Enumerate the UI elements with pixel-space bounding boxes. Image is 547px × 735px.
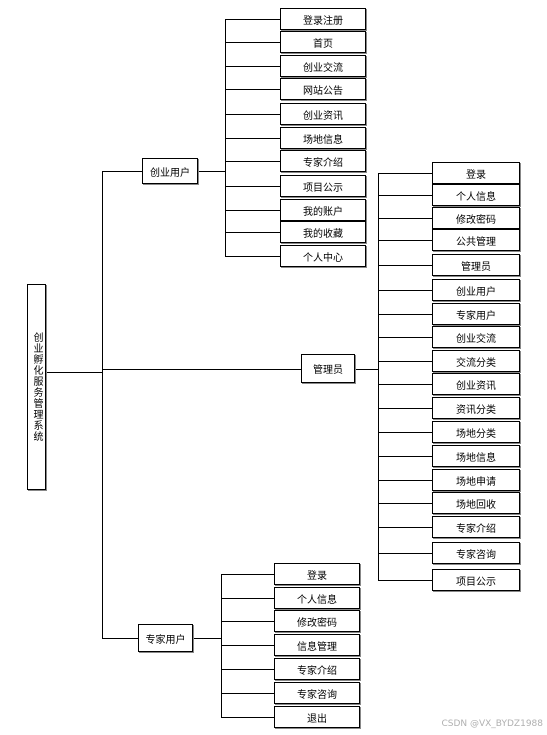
connector-line [355, 368, 378, 370]
connector-line [102, 368, 301, 370]
expert-item-1: 登录 [274, 563, 360, 585]
entrepreneur-item-5: 创业资讯 [280, 103, 366, 125]
connector-line [221, 669, 274, 670]
admin-item-10: 创业资讯 [432, 373, 520, 395]
expert-item-4: 信息管理 [274, 634, 360, 656]
entrepreneur-group-node: 创业用户 [142, 158, 198, 184]
connector-line [221, 645, 274, 646]
connector-line [193, 638, 221, 639]
connector-line [225, 42, 280, 43]
entrepreneur-item-11: 个人中心 [280, 245, 366, 267]
connector-line [378, 580, 432, 581]
connector-line [378, 195, 432, 196]
admin-item-14: 场地申请 [432, 469, 520, 491]
expert-item-3: 修改密码 [274, 610, 360, 632]
admin-item-6: 创业用户 [432, 279, 520, 301]
connector-line [378, 218, 432, 219]
connector-line [221, 717, 274, 718]
expert-item-7: 退出 [274, 706, 360, 728]
connector-line [378, 240, 432, 241]
connector-line [102, 171, 142, 172]
connector-line [378, 527, 432, 528]
admin-item-1: 登录 [432, 162, 520, 184]
expert-item-2: 个人信息 [274, 587, 360, 609]
admin-item-11: 资讯分类 [432, 397, 520, 419]
entrepreneur-item-3: 创业交流 [280, 55, 366, 77]
entrepreneur-item-2: 首页 [280, 31, 366, 53]
connector-line [378, 361, 432, 362]
connector-line [378, 553, 432, 554]
admin-item-17: 专家咨询 [432, 542, 520, 564]
admin-item-3: 修改密码 [432, 207, 520, 229]
connector-line [378, 173, 432, 174]
admin-item-18: 项目公示 [432, 569, 520, 591]
connector-line [225, 138, 280, 139]
admin-item-12: 场地分类 [432, 421, 520, 443]
entrepreneur-item-7: 专家介绍 [280, 150, 366, 172]
connector-line [378, 456, 432, 457]
admin-item-15: 场地回收 [432, 492, 520, 514]
root-system-label: 创业孵化服务管理系统 [31, 332, 42, 442]
admin-item-5: 管理员 [432, 254, 520, 276]
entrepreneur-item-4: 网站公告 [280, 78, 366, 100]
entrepreneur-item-8: 项目公示 [280, 175, 366, 197]
admin-item-16: 专家介绍 [432, 516, 520, 538]
admin-item-13: 场地信息 [432, 445, 520, 467]
watermark: CSDN @VX_BYDZ1988 [441, 719, 543, 729]
connector-line [225, 232, 280, 233]
connector-line [225, 66, 280, 67]
entrepreneur-item-6: 场地信息 [280, 127, 366, 149]
expert-group-node: 专家用户 [138, 624, 193, 652]
connector-line [378, 314, 432, 315]
admin-item-4: 公共管理 [432, 229, 520, 251]
root-system-node: 创业孵化服务管理系统 [27, 284, 46, 490]
connector-line [378, 173, 379, 581]
connector-line [221, 693, 274, 694]
connector-line [378, 408, 432, 409]
connector-line [221, 621, 274, 622]
connector-line [225, 19, 280, 20]
connector-line [46, 372, 102, 373]
connector-line [221, 598, 274, 599]
connector-line [378, 480, 432, 481]
expert-item-6: 专家咨询 [274, 682, 360, 704]
connector-line [378, 290, 432, 291]
connector-line [378, 384, 432, 385]
connector-line [102, 171, 103, 638]
admin-item-2: 个人信息 [432, 184, 520, 206]
expert-item-5: 专家介绍 [274, 658, 360, 680]
connector-line [221, 574, 222, 718]
connector-line [378, 337, 432, 338]
connector-line [225, 210, 280, 211]
connector-line [378, 503, 432, 504]
entrepreneur-item-9: 我的账户 [280, 199, 366, 221]
connector-line [225, 89, 280, 90]
connector-line [198, 171, 225, 172]
connector-line [378, 432, 432, 433]
admin-item-9: 交流分类 [432, 350, 520, 372]
connector-line [102, 638, 138, 639]
admin-item-8: 创业交流 [432, 326, 520, 348]
entrepreneur-item-10: 我的收藏 [280, 221, 366, 243]
admin-group-node: 管理员 [301, 354, 355, 383]
connector-line [225, 256, 280, 257]
connector-line [221, 574, 274, 575]
connector-line [225, 161, 280, 162]
entrepreneur-item-1: 登录注册 [280, 8, 366, 30]
connector-line [225, 114, 280, 115]
connector-line [378, 265, 432, 266]
admin-item-7: 专家用户 [432, 303, 520, 325]
connector-line [225, 186, 280, 187]
